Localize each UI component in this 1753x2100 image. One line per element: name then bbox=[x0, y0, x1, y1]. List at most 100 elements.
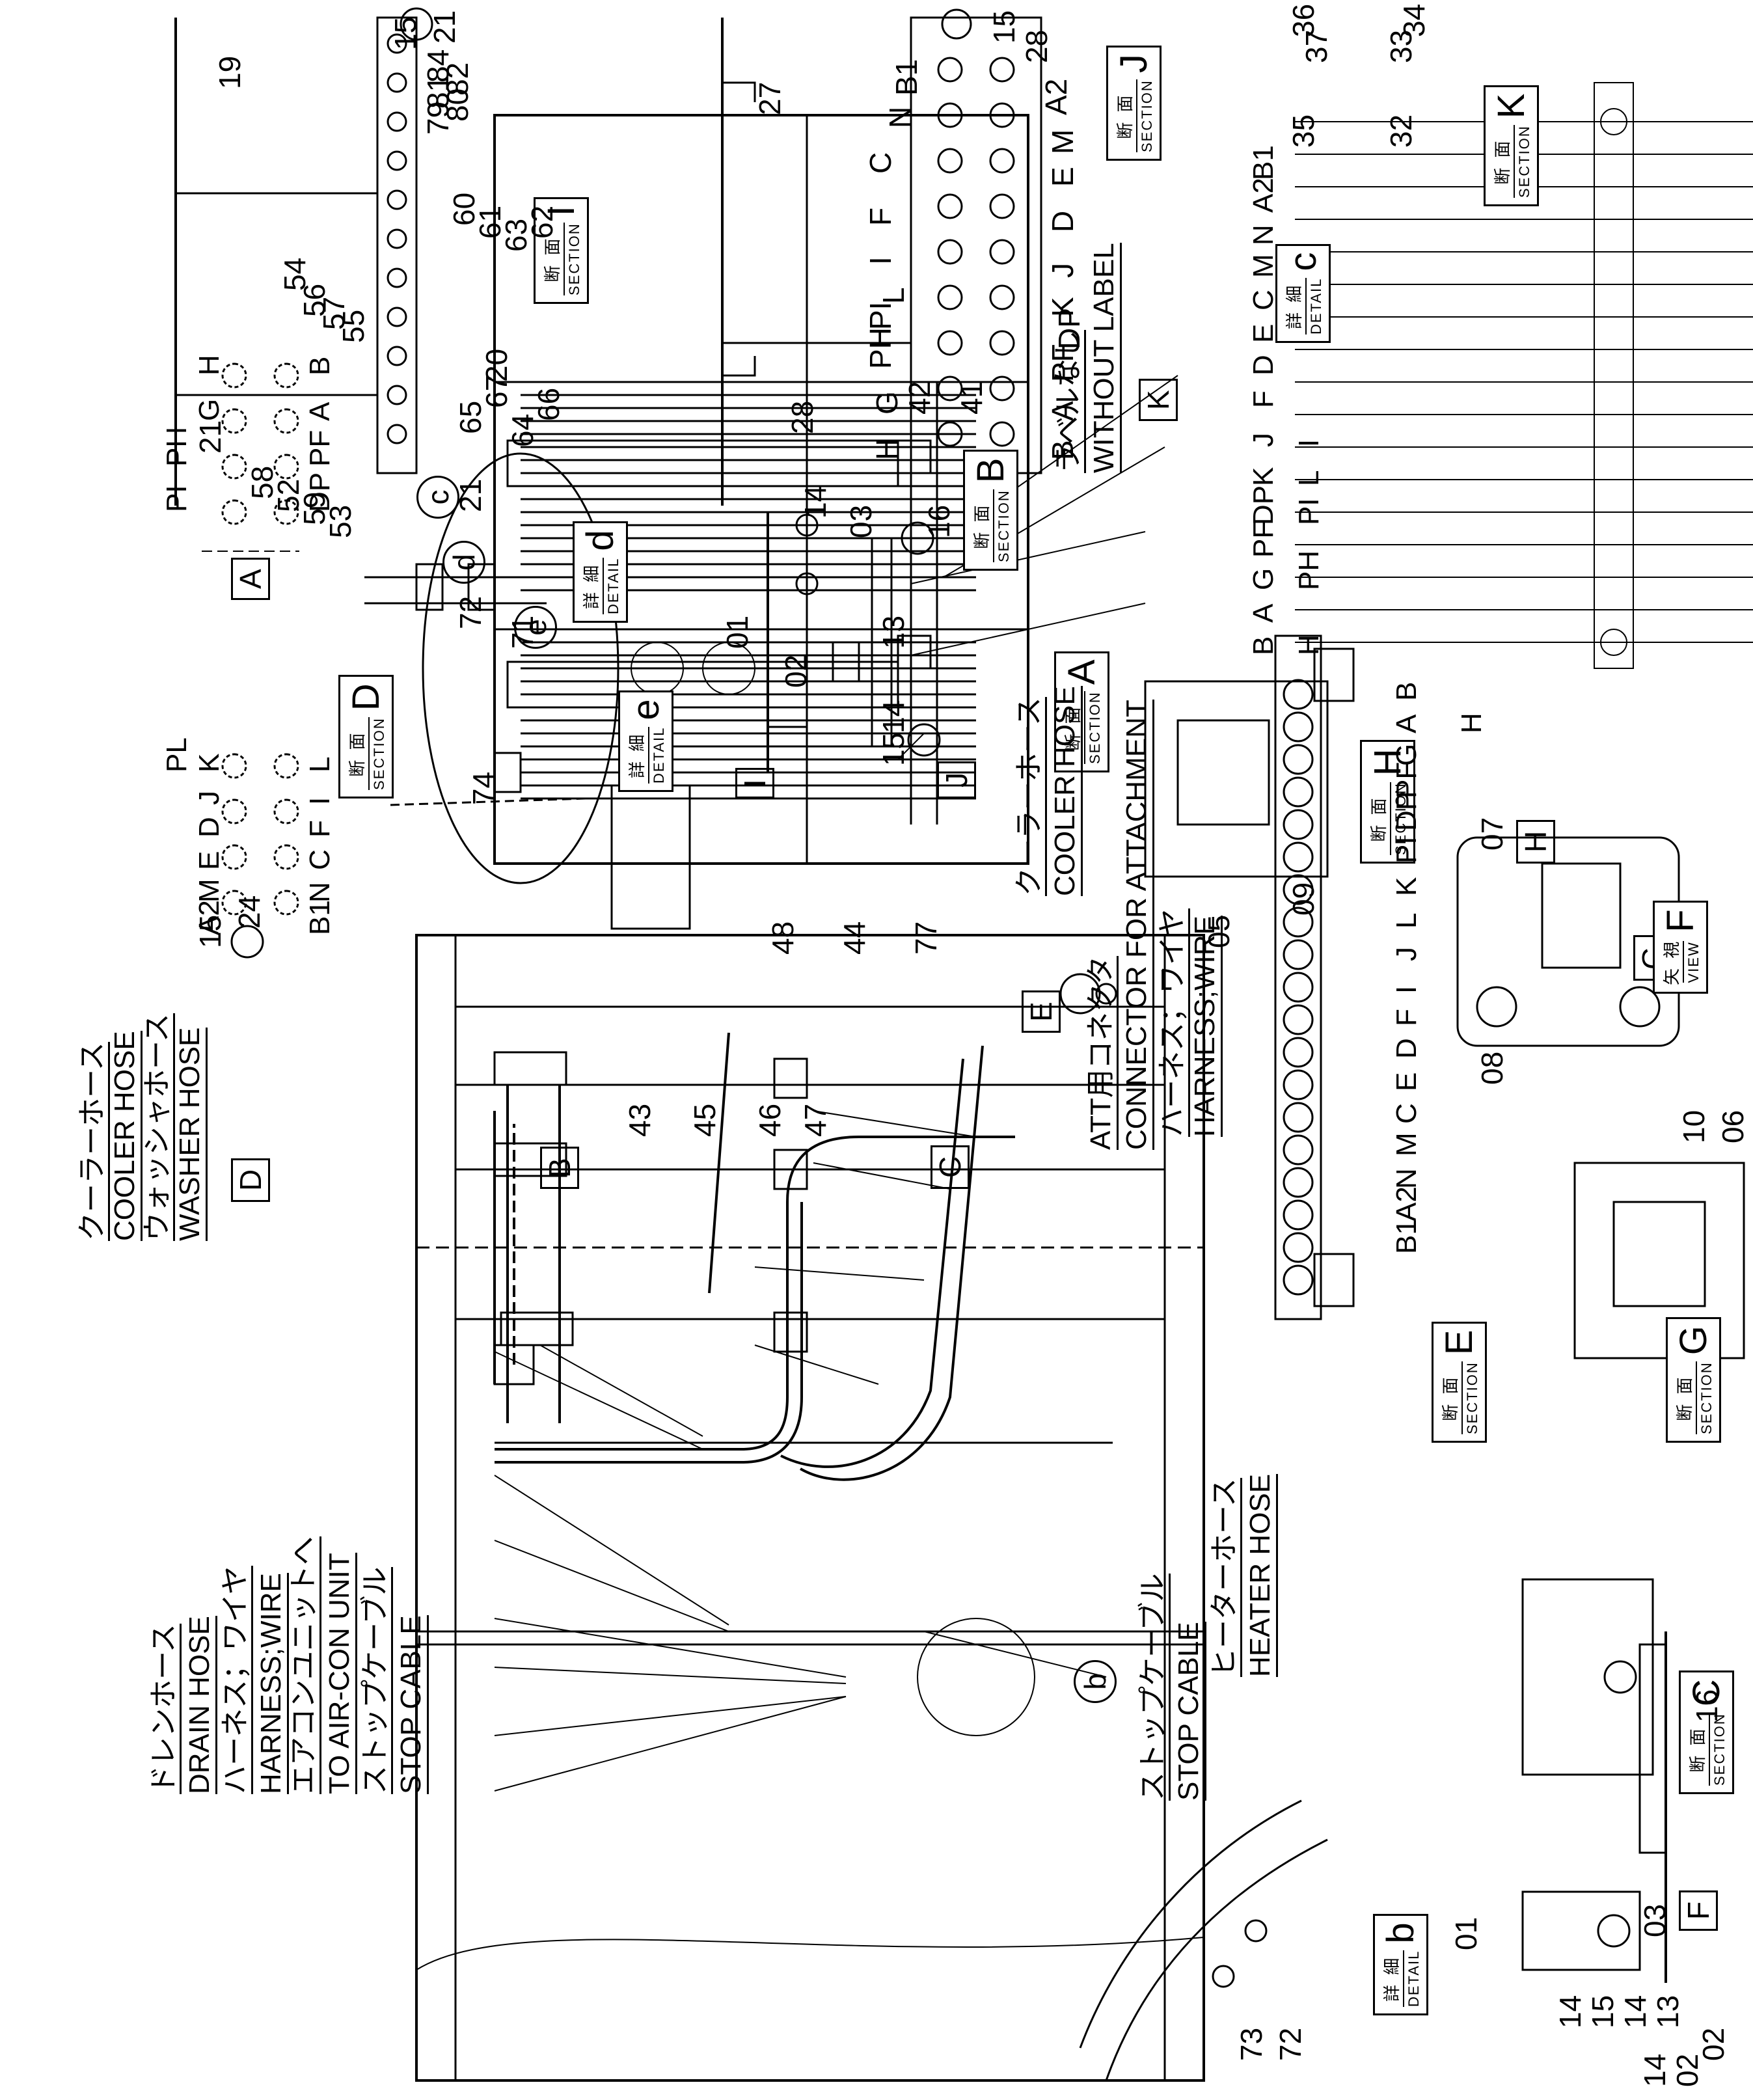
part-c-15: 15 bbox=[1586, 1995, 1620, 2028]
d-bot-letter-m: M bbox=[193, 879, 225, 903]
part-j-n: N bbox=[883, 106, 917, 128]
d-bot-letter-n: N bbox=[304, 882, 336, 903]
part-45: 45 bbox=[688, 1103, 722, 1137]
view-arrow-f: F bbox=[1679, 1890, 1718, 1931]
c-letter-a2: A2 bbox=[1247, 178, 1279, 213]
callout-att-connector-en: CONNECTOR FOR ATTACHMENT bbox=[1121, 700, 1154, 1150]
c-letter-h: H bbox=[1293, 634, 1325, 655]
part-44: 44 bbox=[837, 921, 871, 955]
callout-att-connector-jp: ATT用コネクタ bbox=[1085, 955, 1119, 1150]
part-e-74: 74 bbox=[467, 771, 500, 805]
c-letter-m: M bbox=[1247, 254, 1279, 278]
e-letter-m: M bbox=[1391, 1132, 1422, 1156]
callout-cooler-hose-en-2: COOLER HOSE bbox=[1049, 686, 1083, 896]
part-j-27: 27 bbox=[753, 81, 787, 115]
section-box-d-jp: 断 面 bbox=[347, 730, 367, 777]
part-j-c: C bbox=[863, 152, 897, 174]
part-c-14a: 14 bbox=[1618, 1995, 1652, 2028]
section-e-row bbox=[1274, 634, 1355, 1320]
d-top-letter-a: A bbox=[304, 402, 336, 421]
part-48: 48 bbox=[766, 921, 800, 955]
main-hose-bundle bbox=[493, 1032, 1015, 1481]
view-arrow-k: K bbox=[1139, 379, 1178, 421]
part-j-d: D bbox=[1046, 210, 1080, 232]
part-j-b: B bbox=[1046, 440, 1080, 460]
c-letter-e: E bbox=[1247, 323, 1279, 343]
part-46: 46 bbox=[753, 1103, 787, 1137]
callout-washer-hose-jp: ウォッシャホース bbox=[141, 1013, 175, 1241]
part-c-13: 13 bbox=[1651, 1995, 1685, 2028]
part-i-21a: 21 bbox=[428, 10, 461, 44]
d-top-letter-h: H bbox=[193, 355, 225, 375]
view-box-f-jp: 矢 視 bbox=[1662, 938, 1681, 985]
part-b-73: 73 bbox=[1234, 2027, 1268, 2061]
callout-stop-cable-jp-2: ストップケーブル bbox=[1137, 1573, 1171, 1801]
d-bot-letter-f: F bbox=[304, 820, 336, 838]
section-c-structure bbox=[1521, 1578, 1667, 1983]
detail-box-b-jp: 詳 細 bbox=[1382, 1955, 1402, 2002]
part-c-14b: 14 bbox=[1553, 1995, 1587, 2028]
part-j-28a: 28 bbox=[1020, 29, 1053, 63]
d-bot-letter-d: D bbox=[193, 817, 225, 838]
e-letter-d: D bbox=[1391, 1038, 1422, 1059]
section-box-k-letter: K bbox=[1490, 93, 1532, 119]
d-top-letter-g: G bbox=[193, 398, 225, 421]
part-47: 47 bbox=[798, 1103, 832, 1137]
view-arrow-a: A bbox=[231, 558, 270, 600]
section-box-i-en: SECTION bbox=[564, 223, 583, 295]
part-j-a2: A2 bbox=[1039, 78, 1073, 115]
callout-stop-cable-en-1: STOP CABLE bbox=[395, 1615, 429, 1794]
section-box-g-letter: G bbox=[1672, 1326, 1715, 1356]
part-b-14b: 14 bbox=[876, 700, 910, 733]
detail-circle-outlines bbox=[631, 642, 1035, 1736]
part-f-06: 06 bbox=[1716, 1110, 1750, 1143]
part-i-79: 79 bbox=[421, 101, 455, 135]
part-i-55: 55 bbox=[336, 309, 370, 343]
c-letter-f: F bbox=[1247, 390, 1279, 408]
callout-harness-wire-en-2: HARNESS;WIRE bbox=[1189, 916, 1223, 1137]
c-letter-dp: DP bbox=[1247, 485, 1279, 525]
callout-drain-hose-jp: ドレンホース bbox=[148, 1624, 182, 1794]
callout-drain-hose-en: DRAIN HOSE bbox=[183, 1616, 217, 1794]
section-box-j-jp: 断 面 bbox=[1115, 92, 1135, 139]
part-h-09: 09 bbox=[1286, 882, 1320, 916]
detail-box-e-letter: e bbox=[625, 699, 667, 720]
callout-stop-cable-jp-1: ストップケーブル bbox=[359, 1566, 393, 1794]
d-bot-letter-b1: B1 bbox=[304, 900, 336, 935]
part-j-g: G bbox=[870, 391, 904, 415]
detail-box-b-en: DETAIL bbox=[1403, 1950, 1422, 2007]
section-box-g-jp: 断 面 bbox=[1675, 1374, 1694, 1421]
callout-harness-wire-jp-1: ハーネス；ワイヤ bbox=[219, 1566, 253, 1794]
c-letter-pf: PF bbox=[1247, 521, 1279, 558]
part-i-66: 66 bbox=[532, 387, 565, 421]
c-letter-l: L bbox=[1293, 470, 1325, 486]
part-k-34: 34 bbox=[1397, 3, 1431, 37]
c-letter-b: B bbox=[1247, 636, 1279, 655]
part-j-b1: B1 bbox=[890, 59, 923, 96]
view-box-f-en: VIEW bbox=[1683, 941, 1702, 983]
section-box-a-letter: A bbox=[1061, 659, 1103, 685]
part-d-24: 24 bbox=[232, 895, 266, 929]
detail-box-c-en: DETAIL bbox=[1305, 277, 1325, 334]
section-box-b-letter: B bbox=[970, 457, 1012, 484]
e-letter-c: C bbox=[1391, 1103, 1422, 1124]
detail-circle-d: d bbox=[442, 541, 485, 584]
callout-heater-hose-jp: ヒーターホース bbox=[1208, 1478, 1242, 1677]
part-j-pi: PI bbox=[863, 301, 897, 330]
part-77: 77 bbox=[909, 921, 943, 955]
part-j-i: I bbox=[863, 256, 897, 265]
view-arrow-b: B bbox=[540, 1147, 579, 1189]
e-letter-f: F bbox=[1391, 1009, 1422, 1026]
view-arrow-h: H bbox=[1516, 819, 1555, 864]
e-letter-h: H bbox=[1456, 713, 1488, 733]
part-b-02: 02 bbox=[779, 654, 813, 688]
detail-circle-b: b bbox=[1074, 1660, 1117, 1703]
part-c-01: 01 bbox=[1449, 1916, 1483, 1950]
part-j-f: F bbox=[863, 207, 897, 226]
callout-washer-hose-en: WASHER HOSE bbox=[174, 1027, 208, 1241]
